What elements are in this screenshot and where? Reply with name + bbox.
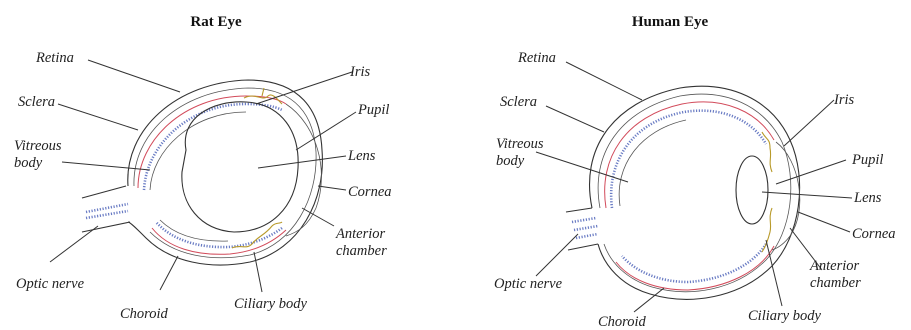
rat-sclera-outline	[128, 80, 323, 265]
rat-label-iris: Iris	[349, 64, 371, 80]
rat-label-ciliary-body: Ciliary body	[234, 296, 307, 312]
rat-label-optic-nerve: Optic nerve	[16, 276, 85, 292]
rat-label-retina: Retina	[35, 50, 74, 66]
rat-eye-diagram: Rat Eye	[14, 14, 392, 322]
rat-optic-nerve-drawing	[82, 186, 130, 232]
human-choroid-layer	[605, 102, 774, 290]
human-label-pupil: Pupil	[851, 152, 883, 168]
rat-choroid-layer	[138, 96, 286, 254]
human-label-iris: Iris	[833, 92, 855, 108]
human-label-vitreous-line1: Vitreous	[496, 136, 544, 152]
rat-label-anterior-line1: Anterior	[335, 226, 385, 242]
human-retina-layer	[611, 111, 766, 282]
human-label-lens: Lens	[853, 190, 882, 206]
human-label-sclera: Sclera	[500, 94, 537, 110]
rat-label-vitreous-line2: body	[14, 155, 43, 171]
rat-label-cornea: Cornea	[348, 184, 392, 200]
rat-lens	[182, 102, 298, 232]
rat-eye-title: Rat Eye	[190, 14, 242, 30]
rat-label-anterior-line2: chamber	[336, 243, 387, 259]
human-eye-diagram: Human Eye	[494, 14, 896, 330]
human-label-ciliary-body: Ciliary body	[748, 308, 821, 324]
rat-label-choroid: Choroid	[120, 306, 169, 322]
rat-label-pupil: Pupil	[357, 102, 389, 118]
human-cornea	[772, 142, 800, 250]
human-lens	[736, 156, 768, 224]
human-label-choroid: Choroid	[598, 314, 647, 330]
rat-label-sclera: Sclera	[18, 94, 55, 110]
rat-retina-layer	[144, 104, 282, 247]
human-label-anterior-line2: chamber	[810, 275, 861, 291]
human-label-retina: Retina	[517, 50, 556, 66]
human-label-vitreous-line2: body	[496, 153, 525, 169]
rat-label-vitreous-line1: Vitreous	[14, 138, 62, 154]
human-eye-title: Human Eye	[632, 14, 709, 30]
rat-leader-lines	[50, 60, 356, 292]
human-optic-nerve-drawing	[566, 208, 598, 250]
human-label-cornea: Cornea	[852, 226, 896, 242]
rat-label-lens: Lens	[347, 148, 376, 164]
human-label-anterior-line1: Anterior	[809, 258, 859, 274]
human-leader-lines	[536, 62, 852, 312]
human-label-optic-nerve: Optic nerve	[494, 276, 563, 292]
